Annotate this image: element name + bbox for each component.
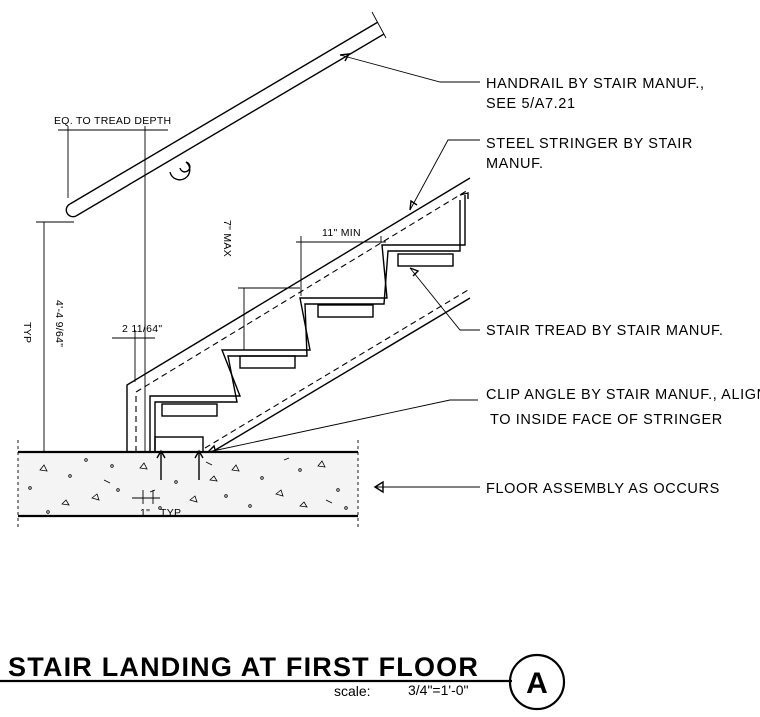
dim-eq-tread-depth: EQ. TO TREAD DEPTH bbox=[54, 115, 171, 127]
dim-tread-min: 11" MIN bbox=[322, 227, 361, 239]
dim-rail-height: 4'-4 9/64" bbox=[53, 300, 65, 347]
note-handrail-line2: SEE 5/A7.21 bbox=[486, 96, 576, 112]
note-clip-line2: TO INSIDE FACE OF STRINGER bbox=[490, 412, 723, 428]
detail-mark-circle bbox=[508, 653, 566, 711]
dim-rail-height-typ: TYP bbox=[21, 322, 33, 343]
detail-mark: A bbox=[526, 667, 548, 700]
handrail bbox=[65, 11, 387, 218]
note-clip-line1: CLIP ANGLE BY STAIR MANUF., ALIGN bbox=[486, 387, 760, 403]
note-floor: FLOOR ASSEMBLY AS OCCURS bbox=[486, 481, 720, 497]
note-stringer-line1: STEEL STRINGER BY STAIR bbox=[486, 136, 693, 152]
floor-slab bbox=[17, 440, 359, 528]
concrete-hatch bbox=[28, 457, 348, 514]
dim-bottom-gap-typ: TYP bbox=[160, 507, 181, 519]
title-block: STAIR LANDING AT FIRST FLOOR scale: 3/4"… bbox=[0, 652, 566, 711]
drawing-title: STAIR LANDING AT FIRST FLOOR bbox=[8, 652, 479, 682]
dimension-lines bbox=[36, 126, 386, 504]
steel-stringer bbox=[126, 177, 471, 453]
leader-lines bbox=[207, 53, 480, 494]
dim-riser-max: 7" MAX bbox=[221, 220, 233, 257]
note-handrail-line1: HANDRAIL BY STAIR MANUF., bbox=[486, 76, 705, 92]
scale-label: scale: bbox=[334, 683, 371, 699]
dim-bottom-gap: 1" bbox=[140, 507, 150, 519]
scale-value: 3/4"=1'-0" bbox=[408, 682, 469, 698]
note-stringer-line2: MANUF. bbox=[486, 156, 544, 172]
stair-treads bbox=[149, 192, 469, 453]
dim-offset: 2 11/64" bbox=[122, 323, 162, 335]
note-tread: STAIR TREAD BY STAIR MANUF. bbox=[486, 323, 724, 339]
